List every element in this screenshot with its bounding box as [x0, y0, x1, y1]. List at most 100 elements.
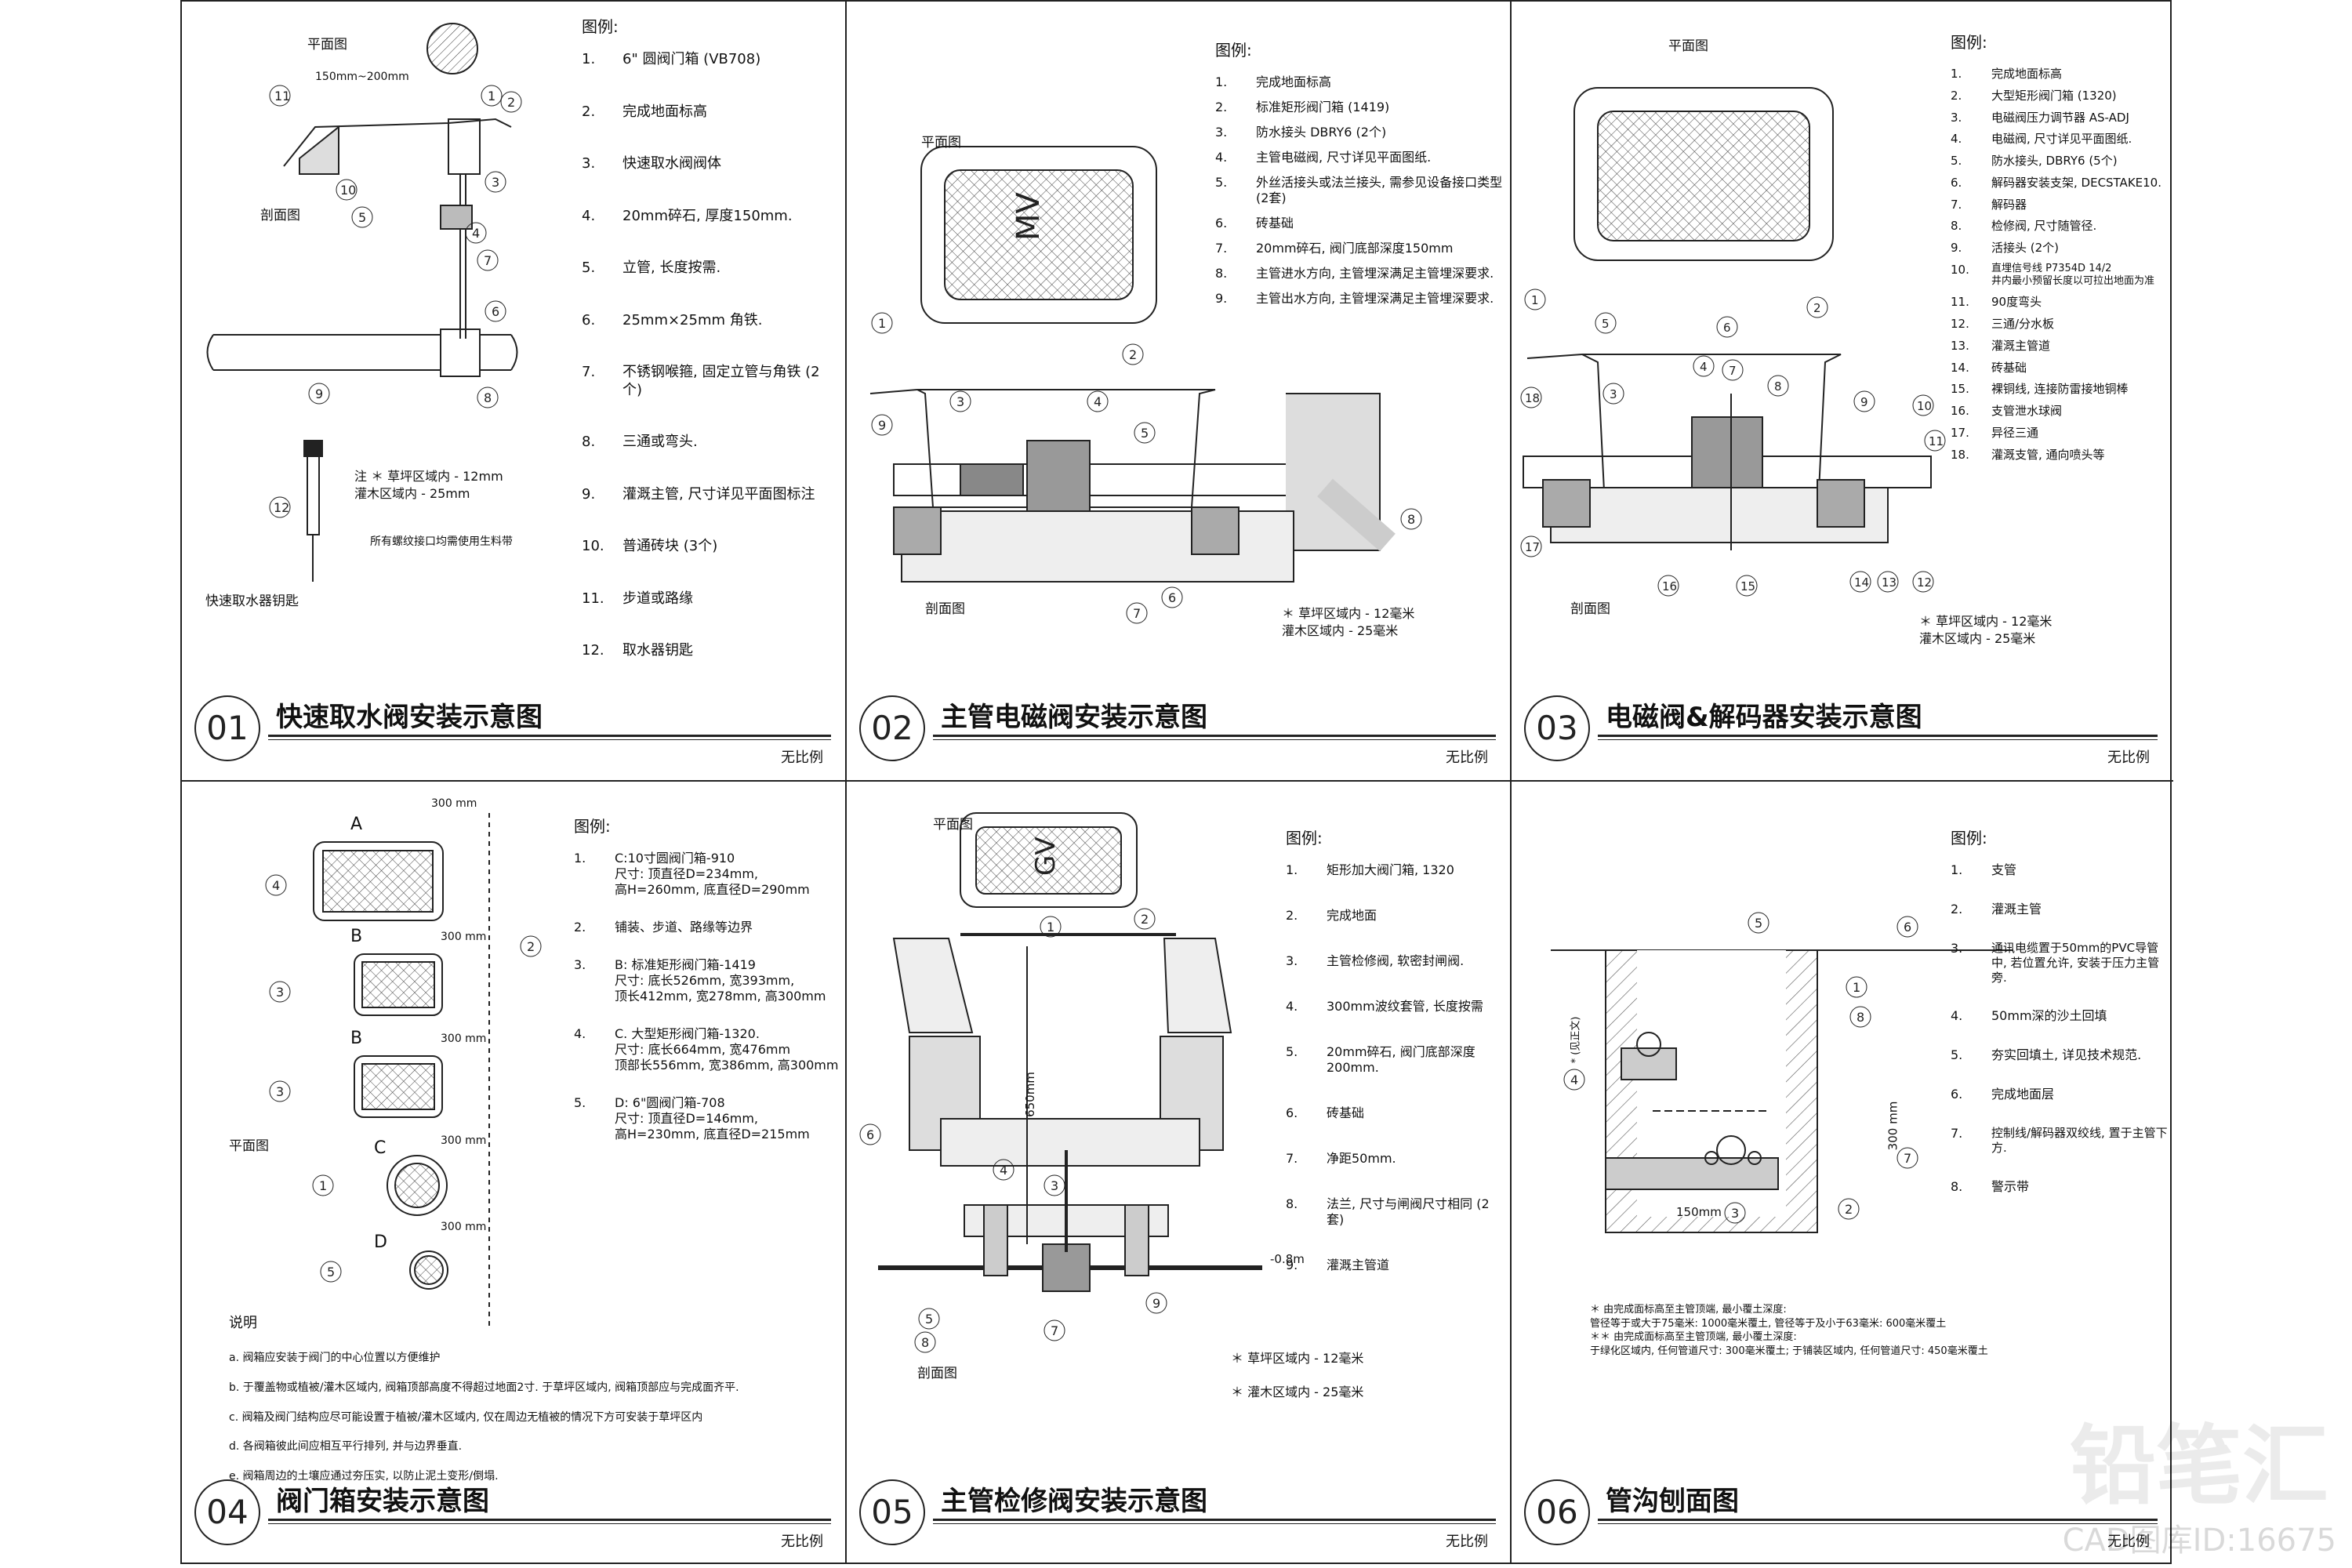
legend-item: 6.解码器安装支架, DECSTAKE10.: [1951, 175, 2161, 190]
watermark-id: CAD图库ID:16675: [2062, 1523, 2336, 1559]
svg-text:5: 5: [1141, 426, 1149, 441]
dimension-label: 300 mm: [1886, 1101, 1900, 1151]
legend-item: 12.取水器钥匙: [582, 642, 693, 659]
legend-item: 5.外丝活接头或法兰接头, 需参见设备接口类型 (2套): [1215, 175, 1503, 205]
legend-item: 9.主管出水方向, 主管埋深满足主管埋深要求.: [1215, 291, 1494, 306]
scale-label: 无比例: [2107, 1534, 2150, 1550]
legend-item: 8.法兰, 尺寸与闸阀尺寸相同 (2套): [1286, 1196, 1490, 1227]
svg-text:7: 7: [484, 253, 492, 268]
scale-label: 无比例: [2107, 750, 2150, 766]
legend-item: 4.20mm碎石, 厚度150mm.: [582, 207, 793, 224]
legend-item: 1.矩形加大阀门箱, 1320: [1286, 862, 1454, 877]
title-block-05: 05 主管检修阀安装示意图 无比例: [847, 1456, 1510, 1563]
svg-text:4: 4: [272, 878, 280, 893]
svg-text:11: 11: [1929, 434, 1944, 448]
title-block-02: 02 主管电磁阀安装示意图 无比例: [847, 672, 1510, 780]
legend-item: 7.解码器: [1951, 197, 2027, 212]
legend-03: 图例: 1.完成地面标高 2.大型矩形阀门箱 (1320) 3.电磁阀压力调节器…: [1951, 33, 2170, 469]
svg-text:2: 2: [1845, 1202, 1853, 1217]
legend-item: 7.不锈钢喉箍, 固定立管与角铁 (2个): [582, 364, 820, 398]
svg-text:6: 6: [1168, 590, 1176, 605]
legend-item: 5.20mm碎石, 阀门底部深度200mm.: [1286, 1044, 1475, 1075]
svg-text:9: 9: [315, 387, 323, 401]
svg-text:7: 7: [1904, 1151, 1911, 1166]
svg-text:3: 3: [956, 394, 964, 409]
watermark-brand: 铅笔汇: [2070, 1416, 2328, 1516]
svg-text:12: 12: [274, 500, 289, 515]
note-b: b. 于覆盖物或植被/灌木区域内, 阀箱顶部高度不得超过地面2寸. 于草坪区域内…: [229, 1381, 739, 1394]
scale-label: 无比例: [781, 750, 823, 766]
section-label: 剖面图: [925, 601, 965, 617]
svg-text:5: 5: [358, 210, 366, 225]
section-label: 剖面图: [260, 208, 300, 223]
detail-number: 03: [1524, 695, 1590, 761]
section-label: 剖面图: [1570, 601, 1610, 617]
svg-text:1: 1: [1531, 293, 1539, 307]
legend-item: 2.铺装、步道、路缘等边界: [574, 920, 753, 935]
legend-item: 3.通讯电缆置于50mm的PVC导管 中, 若位置允许, 安装于压力主管旁.: [1951, 941, 2160, 985]
legend-item: 2.完成地面: [1286, 908, 1377, 923]
dimension-label: 300 mm: [441, 1134, 487, 1147]
svg-text:10: 10: [340, 183, 356, 198]
note-text: 注 ＊ 草坪区域内 - 12mm 灌木区域内 - 25mm: [354, 469, 503, 501]
title-block-06: 06 管沟刨面图 无比例: [1512, 1456, 2173, 1563]
svg-text:9: 9: [878, 418, 886, 433]
svg-text:5: 5: [327, 1265, 335, 1279]
svg-text:18: 18: [1525, 391, 1540, 405]
legend-item: 14.砖基础: [1951, 360, 2027, 375]
legend-item: 4.电磁阀, 尺寸详见平面图纸.: [1951, 132, 2132, 147]
mv-label: MV: [1011, 191, 1047, 241]
plan-label: 平面图: [229, 1138, 269, 1154]
legend-item: 11.步道或路缘: [582, 590, 693, 607]
legend-item: 2.完成地面标高: [582, 103, 707, 120]
legend-item: 3.主管检修阀, 软密封闸阀.: [1286, 953, 1465, 968]
legend-heading: 图例:: [582, 17, 619, 36]
svg-text:1: 1: [1047, 920, 1054, 935]
legend-06: 图例: 1.支管 2.灌溉主管 3.通讯电缆置于50mm的PVC导管 中, 若位…: [1951, 829, 2170, 1218]
label-C: C: [374, 1138, 387, 1158]
legend-item: 5.防水接头, DBRY6 (5个): [1951, 154, 2118, 168]
svg-text:1: 1: [878, 316, 886, 331]
legend-item: 2.大型矩形阀门箱 (1320): [1951, 88, 2117, 103]
legend-item: 4.主管电磁阀, 尺寸详见平面图纸.: [1215, 150, 1432, 165]
legend-item: 4.50mm深的沙土回填: [1951, 1008, 2107, 1024]
svg-text:2: 2: [507, 95, 515, 110]
legend-item: 10.直埋信号线 P7354D 14/2 井内最小预留长度以可拉出地面为准: [1951, 262, 2155, 287]
legend-item: 3.电磁阀压力调节器 AS-ADJ: [1951, 110, 2129, 125]
legend-item: 3.B: 标准矩形阀门箱-1419 尺寸: 底长526mm, 宽393mm, 顶…: [574, 957, 826, 1004]
detail-number: 05: [859, 1479, 925, 1545]
svg-text:1: 1: [319, 1178, 327, 1193]
legend-item: 17.异径三通: [1951, 425, 2039, 440]
detail-title: 电磁阀&解码器安装示意图: [1606, 702, 1922, 733]
svg-text:3: 3: [276, 1084, 284, 1099]
dimension-label: 150mm: [1676, 1205, 1722, 1219]
legend-item: 18.灌溉支管, 通向喷头等: [1951, 447, 2105, 462]
legend-item: 8.三通或弯头.: [582, 434, 698, 450]
detail-05-drawing: GV 1 2 3 4 5 6 7 8 9: [859, 812, 1262, 1353]
svg-text:5: 5: [1602, 317, 1610, 331]
svg-text:7: 7: [1051, 1323, 1058, 1338]
legend-item: 6.砖基础: [1215, 216, 1294, 230]
title-block-03: 03 电磁阀&解码器安装示意图 无比例: [1512, 672, 2173, 780]
svg-text:17: 17: [1525, 540, 1540, 554]
svg-text:2: 2: [1813, 301, 1821, 315]
svg-text:1: 1: [488, 89, 495, 103]
svg-text:16: 16: [1662, 579, 1677, 593]
panel-01: 11 1 2 3 4 5 6 7 8 9 10 12 平面图 150mm~200…: [182, 2, 847, 782]
legend-item: 1.完成地面标高: [1951, 67, 2063, 81]
plan-label: 平面图: [1668, 38, 1708, 54]
legend-item: 8.主管进水方向, 主管埋深满足主管埋深要求.: [1215, 266, 1494, 281]
detail-number: 01: [194, 695, 260, 761]
dimension-label: 150mm~200mm: [315, 71, 409, 83]
plan-label: 平面图: [307, 37, 347, 53]
label-A: A: [350, 815, 363, 834]
detail-number: 02: [859, 695, 925, 761]
title-block-01: 01 快速取水阀安装示意图 无比例: [182, 672, 845, 780]
title-block-04: 04 阀门箱安装示意图 无比例: [182, 1456, 845, 1563]
svg-text:2: 2: [1129, 347, 1137, 362]
legend-item: 15.裸铜线, 连接防雷接地铜棒: [1951, 382, 2129, 397]
svg-text:11: 11: [274, 89, 290, 103]
legend-item: 1.支管: [1951, 862, 2017, 877]
svg-text:6: 6: [1723, 321, 1731, 335]
legend-05: 图例: 1.矩形加大阀门箱, 1320 2.完成地面 3.主管检修阀, 软密封闸…: [1286, 829, 1505, 1303]
